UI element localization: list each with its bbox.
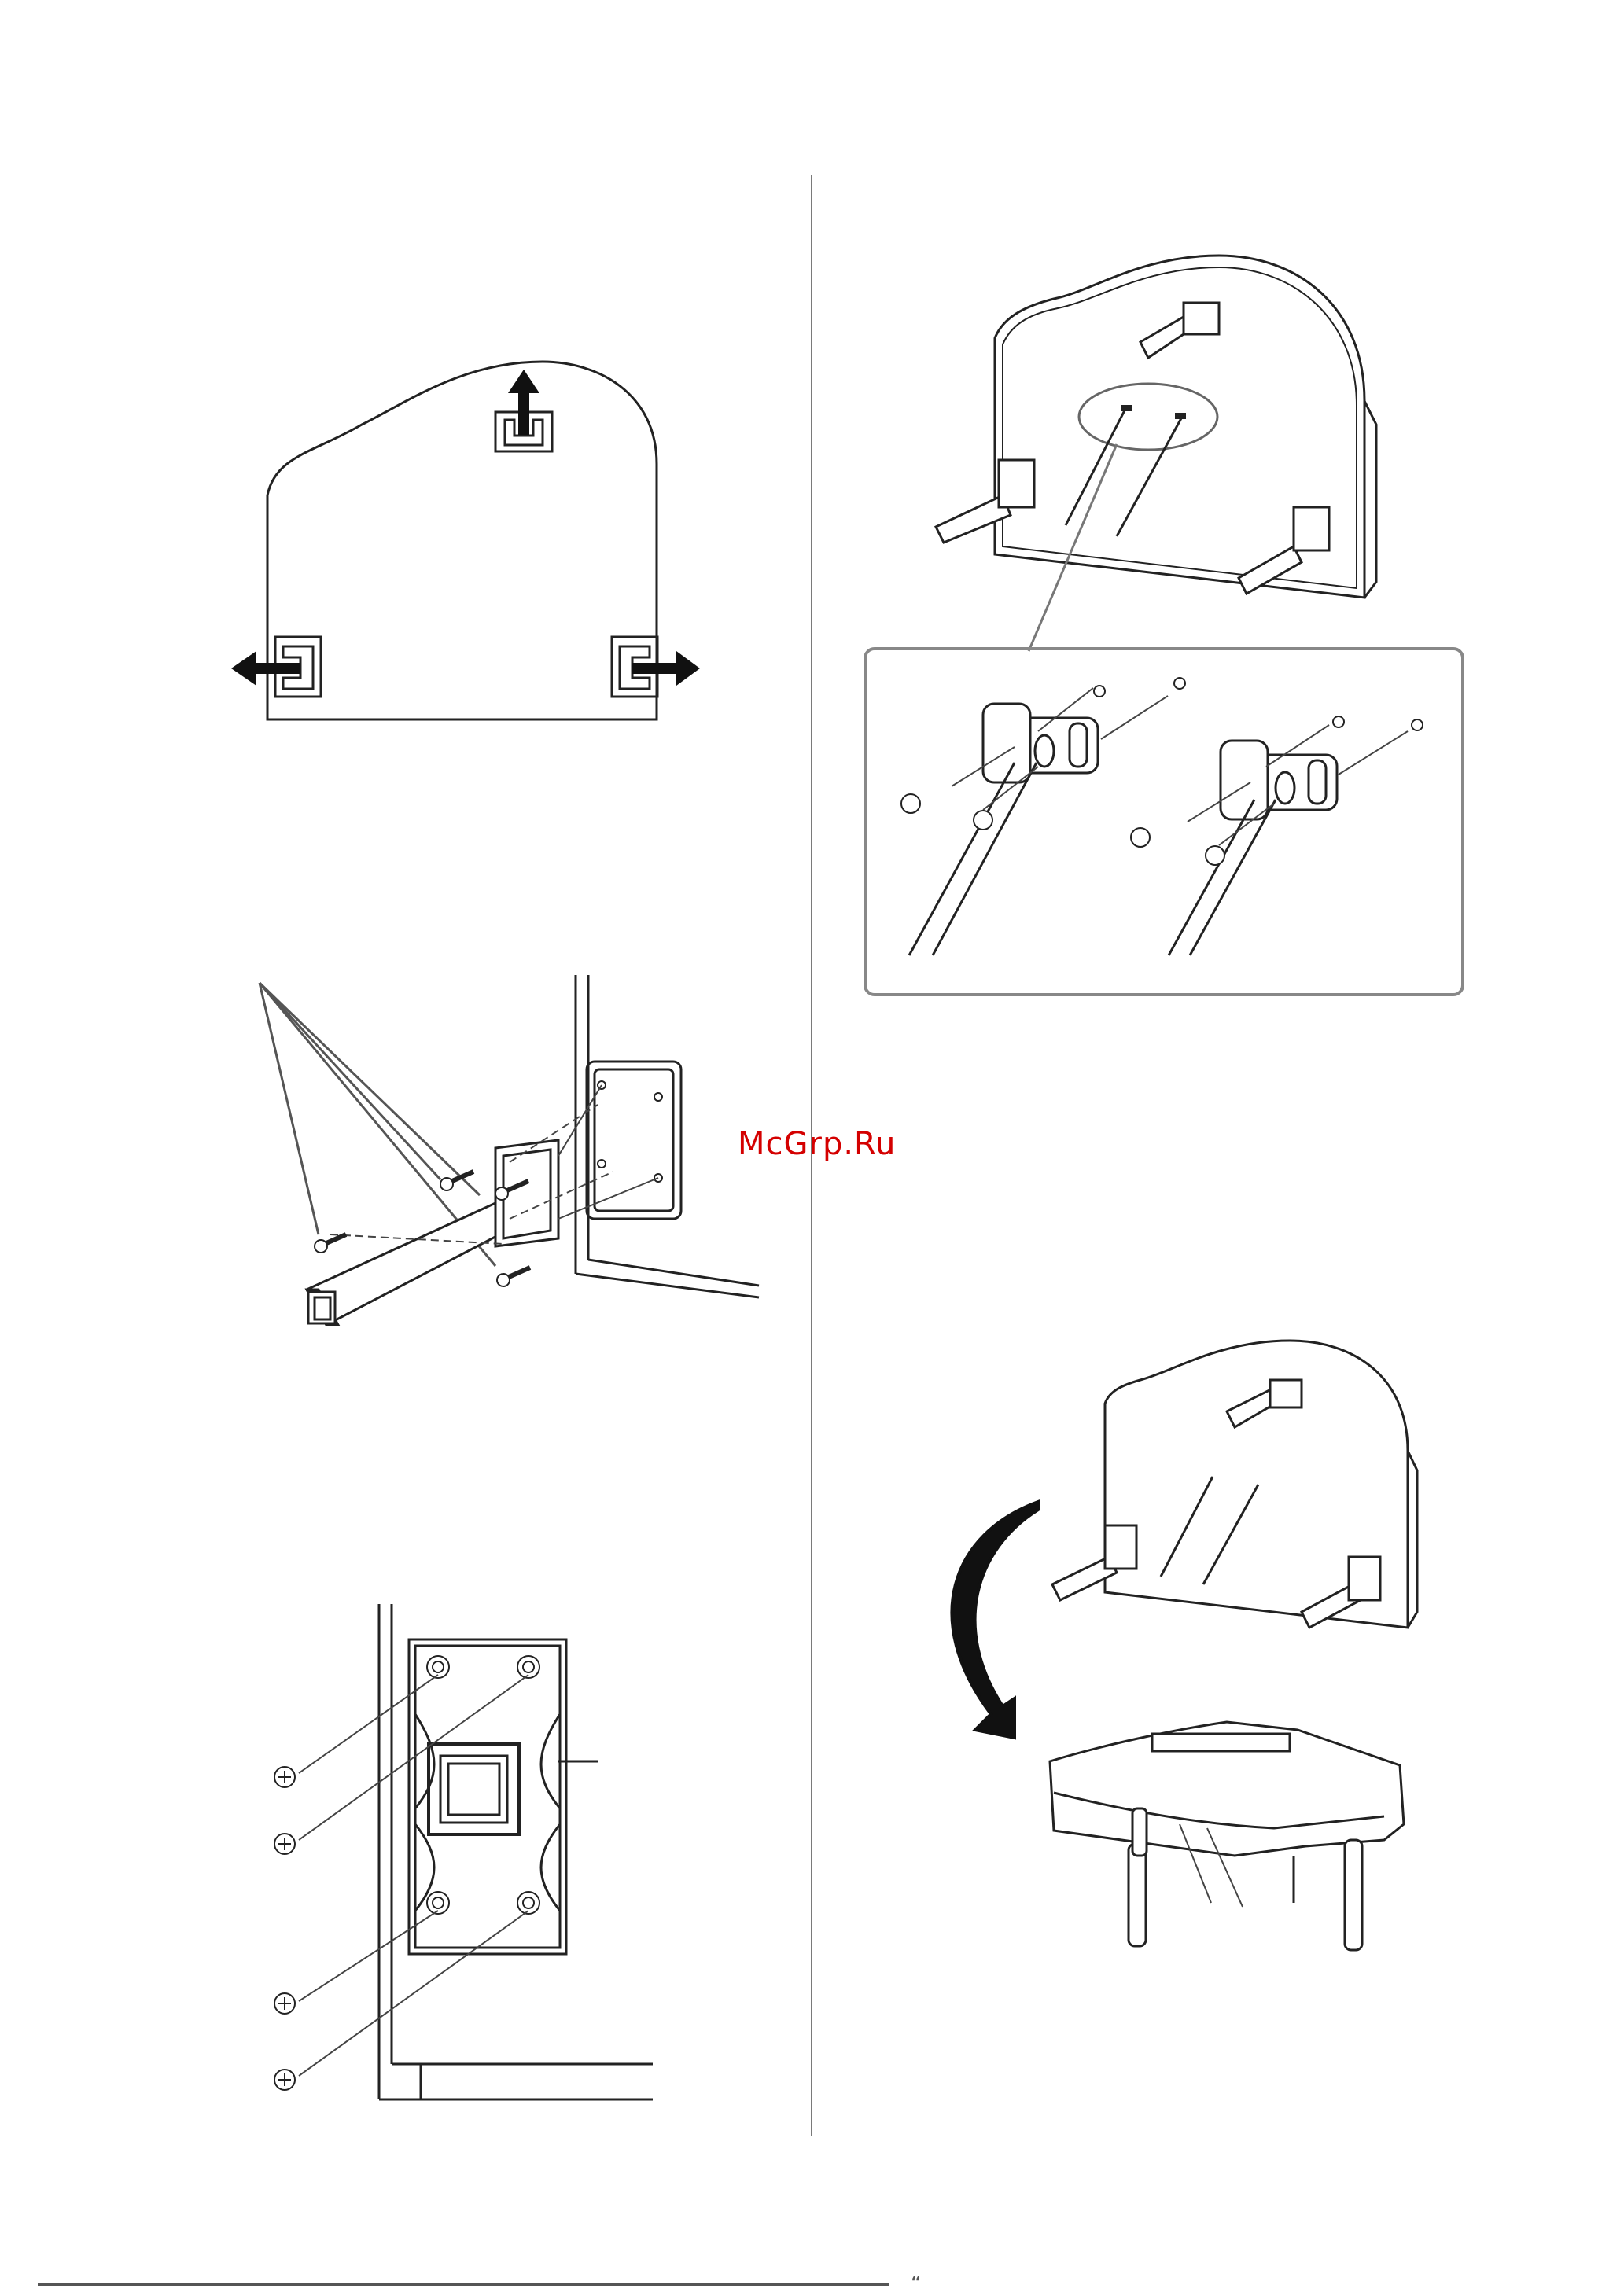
figure-bottom-view xyxy=(228,354,700,731)
figure-turn-piano xyxy=(897,1337,1431,2029)
page-number-mark: “ xyxy=(911,2272,921,2296)
rotate-arrow-icon xyxy=(952,1502,1038,1738)
bottom-rule xyxy=(38,2283,889,2286)
left-arrow-icon xyxy=(231,637,321,697)
watermark: McGrp.Ru xyxy=(738,1126,896,1162)
up-arrow-icon xyxy=(495,370,552,451)
figure-leg-bracket xyxy=(244,967,771,1345)
screw-icon xyxy=(274,1767,295,2090)
figure-bracket-plate xyxy=(267,1596,661,2115)
figure-pedal-rods xyxy=(857,244,1471,1006)
